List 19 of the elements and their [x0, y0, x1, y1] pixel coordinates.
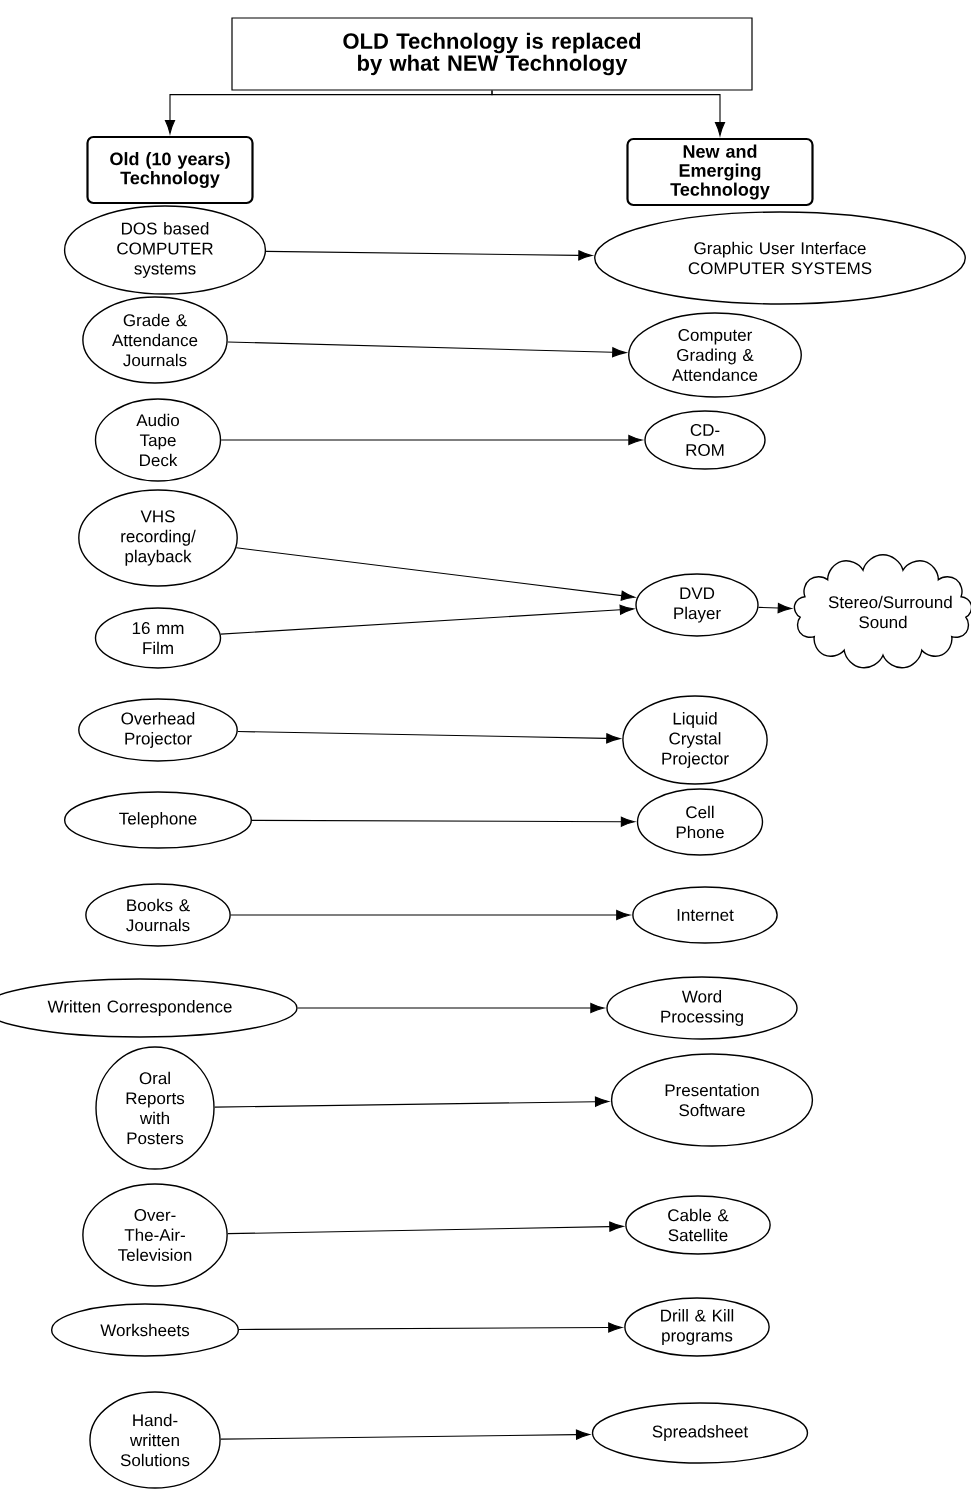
arrow [220, 604, 634, 635]
arrow [238, 1322, 623, 1333]
heading-box: New and Emerging Technology [626, 137, 814, 207]
arrow [297, 1002, 605, 1014]
arrow [758, 602, 792, 614]
technology-cloud: Stereo/Surround Sound [793, 554, 971, 669]
arrow [265, 250, 593, 261]
arrow [237, 730, 621, 744]
arrow [220, 1429, 591, 1440]
arrow [214, 1096, 610, 1108]
arrow [227, 341, 627, 358]
arrow [227, 1221, 624, 1235]
arrow [235, 547, 636, 601]
arrow [220, 434, 643, 446]
heading-box: Old (10 years) Technology [86, 135, 254, 205]
arrow [230, 909, 631, 921]
title-box: OLD Technology is replaced by what NEW Technology [231, 17, 753, 91]
arrow [491, 90, 726, 136]
arrow [251, 816, 635, 827]
